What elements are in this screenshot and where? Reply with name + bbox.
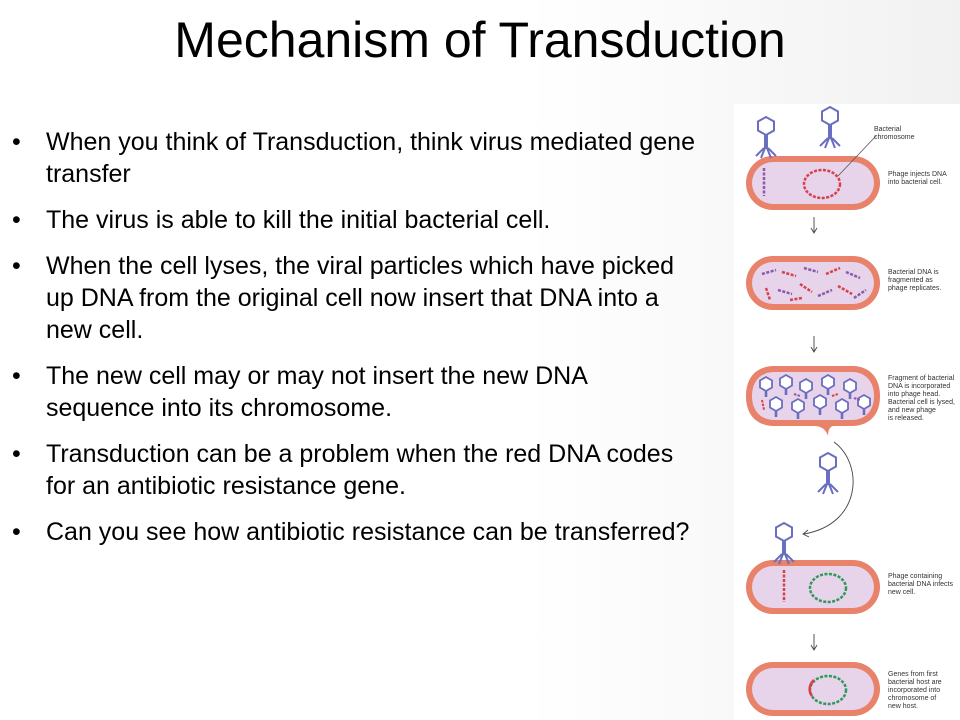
transduction-diagram-svg: Bacterial chromosome Phage injects DNA i… <box>746 106 957 716</box>
phage-icon <box>819 106 841 149</box>
phage-icon <box>773 522 795 565</box>
cell-cytoplasm <box>752 566 874 608</box>
bullet-text: The new cell may or may not insert the n… <box>46 362 587 422</box>
arrow-head-icon <box>802 529 810 538</box>
bullet-item: • When the cell lyses, the viral particle… <box>10 250 700 346</box>
label-step-1: Phage injects DNA into bacterial cell. <box>888 171 948 186</box>
bullet-text: The virus is able to kill the initial ba… <box>46 206 551 234</box>
bullet-icon: • <box>12 362 21 390</box>
label-step-2: Bacterial DNA is fragmented as phage rep… <box>888 269 941 292</box>
bullet-icon: • <box>12 128 21 156</box>
bullet-item: • Transduction can be a problem when the … <box>10 438 700 502</box>
arrow-down-icon <box>810 336 818 353</box>
label-step-5: Genes from first bacterial host are inco… <box>888 671 944 710</box>
bullet-item: • When you think of Transduction, think v… <box>10 126 700 190</box>
cell-cytoplasm <box>752 162 874 204</box>
bullet-icon: • <box>12 518 21 546</box>
chromosome-icon <box>802 168 842 200</box>
new-chromosome-icon <box>808 572 848 604</box>
bullet-item: • Can you see how antibiotic resistance c… <box>10 516 700 548</box>
curved-arrow-icon <box>803 441 854 535</box>
dna-fragments-icon <box>761 266 867 302</box>
bullet-icon: • <box>12 440 21 468</box>
step-2-dna-fragmented: Bacterial DNA is fragmented as phage rep… <box>746 256 941 310</box>
step-3-cell-lysed: Fragment of bacterial DNA is incorporate… <box>746 366 957 436</box>
label-pointer <box>837 135 877 177</box>
arrow-down-icon <box>810 634 818 651</box>
step-5-recombination: Genes from first bacterial host are inco… <box>746 662 944 716</box>
bullet-item: • The new cell may or may not insert the … <box>10 360 700 424</box>
dna-fragments-icon <box>761 393 861 411</box>
inserted-gene-icon <box>808 679 815 697</box>
bullet-text: Transduction can be a problem when the r… <box>46 440 674 500</box>
transduction-diagram: Bacterial chromosome Phage injects DNA i… <box>734 104 960 720</box>
bullet-list: • When you think of Transduction, think v… <box>10 126 700 562</box>
bullet-text: When you think of Transduction, think vi… <box>46 128 695 188</box>
bullet-text: When the cell lyses, the viral particles… <box>46 252 675 344</box>
step-1-phage-injects: Bacterial chromosome Phage injects DNA i… <box>746 106 948 210</box>
slide-title: Mechanism of Transduction <box>174 12 786 68</box>
label-bacterial-chromosome: Bacterial chromosome <box>874 126 915 141</box>
bullet-item: • The virus is able to kill the initial b… <box>10 204 700 236</box>
label-step-3: Fragment of bacterial DNA is incorporate… <box>888 375 957 422</box>
released-phage-icon <box>817 452 839 495</box>
bullet-text: Can you see how antibiotic resistance ca… <box>46 518 690 546</box>
bullet-icon: • <box>12 252 21 280</box>
arrow-down-icon <box>810 217 818 234</box>
phage-icon <box>755 116 777 159</box>
label-step-4: Phage containing bacterial DNA infects n… <box>888 573 955 596</box>
bullet-icon: • <box>12 206 21 234</box>
step-4-new-infection: Phage containing bacterial DNA infects n… <box>746 522 955 614</box>
cell-cytoplasm <box>752 668 874 710</box>
